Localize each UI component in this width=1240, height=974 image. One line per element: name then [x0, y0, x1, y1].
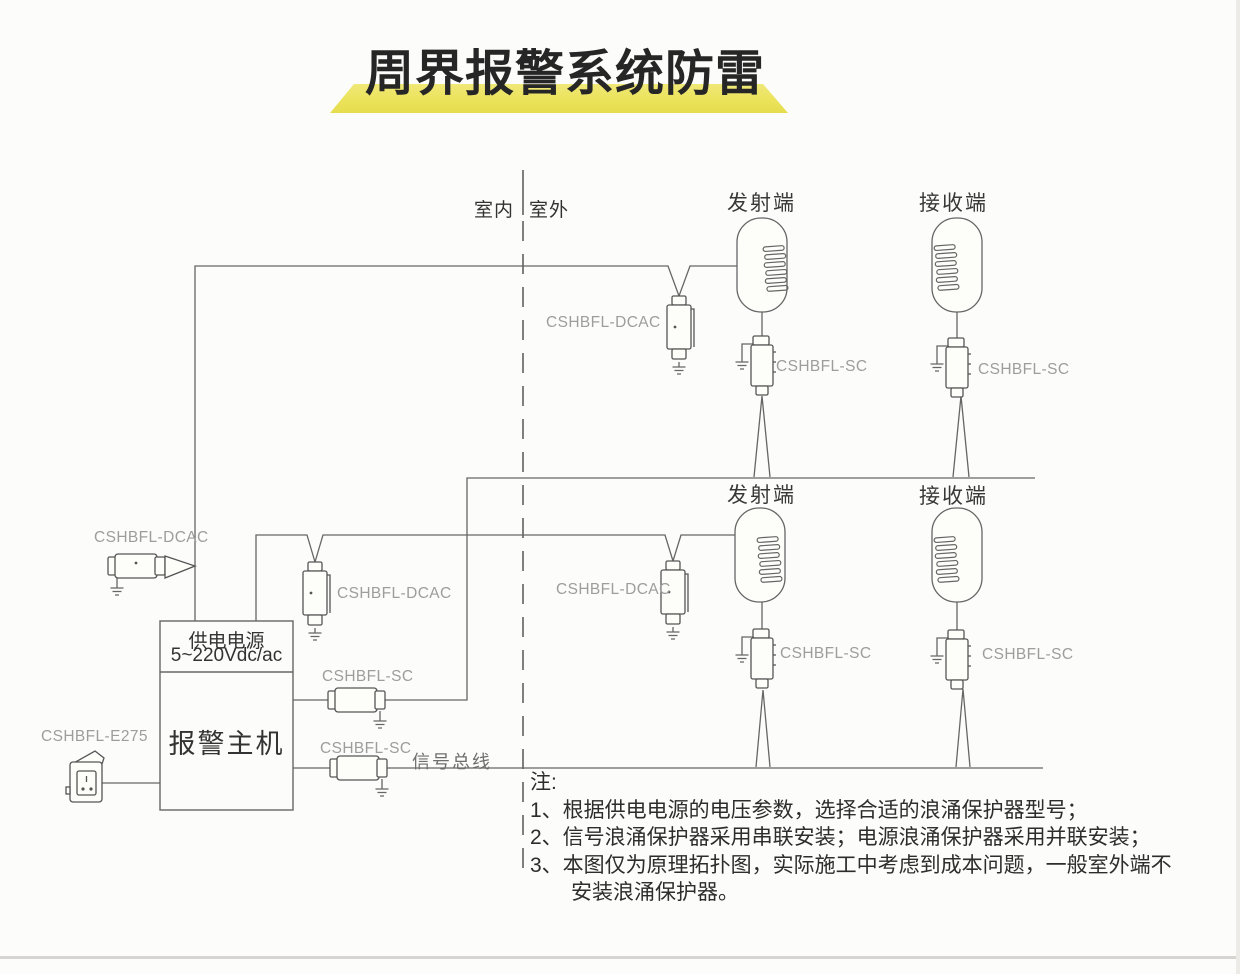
page-title: 周界报警系统防雷	[364, 47, 765, 101]
model-label-dcac-top: CSHBFL-DCAC	[546, 314, 661, 331]
receiver-label-lower: 接收端	[919, 485, 988, 508]
spd-dcac-mid-right-icon	[661, 561, 688, 639]
spd-e275-icon	[65, 750, 105, 803]
note-item-3: 3、本图仅为原理拓扑图，实际施工中考虑到成本问题，一般室外端不	[530, 853, 1172, 877]
model-label-sc-bus: CSHBFL-SC	[320, 740, 412, 757]
model-label-sc-host-line: CSHBFL-SC	[322, 668, 414, 685]
spd-sc-top-tx-icon	[736, 336, 777, 395]
notes-heading: 注:	[530, 771, 557, 794]
spd-sc-lower-tx-icon	[736, 629, 777, 688]
notes-block: 注: 1、根据供电电源的电压参数，选择合适的浪涌保护器型号； 2、信号浪涌保护器…	[530, 769, 1220, 907]
power-line-lower	[255, 534, 735, 621]
spd-sc-host-line-icon	[328, 688, 387, 728]
spd-dcac-mid-left-icon	[303, 562, 330, 640]
model-label-dcac-mid-left: CSHBFL-DCAC	[337, 585, 452, 602]
scan-edge-bottom	[0, 956, 1240, 959]
model-label-dcac-mid-right: CSHBFL-DCAC	[556, 581, 671, 598]
signal-bus-line	[293, 688, 1043, 769]
capsule-drop-wires	[761, 311, 958, 630]
alarm-host-label: 报警主机	[168, 729, 285, 759]
transmitter-label-top: 发射端	[727, 192, 796, 215]
model-label-sc-lower-rx: CSHBFL-SC	[982, 646, 1074, 663]
model-label-sc-top-tx: CSHBFL-SC	[776, 358, 868, 375]
power-supply-alarm-host-box	[159, 620, 294, 811]
note-item-2: 2、信号浪涌保护器采用串联安装；电源浪涌保护器采用并联安装；	[530, 826, 1151, 849]
transmitter-label-lower: 发射端	[727, 484, 796, 507]
note-item-3-continued: 安装浪涌保护器。	[571, 881, 739, 904]
spd-dcac-top-icon	[667, 296, 694, 374]
capsule-transmitter-top	[736, 217, 789, 313]
capsule-receiver-top	[931, 217, 983, 313]
model-label-sc-top-rx: CSHBFL-SC	[978, 361, 1070, 378]
scan-edge-right	[1236, 0, 1240, 974]
receiver-label-top: 接收端	[919, 192, 988, 215]
model-label-e275: CSHBFL-E275	[41, 728, 148, 745]
zone-label-outdoor: 室外	[529, 200, 570, 221]
capsule-transmitter-lower	[734, 507, 786, 603]
title-highlight-band	[330, 84, 788, 113]
power-supply-label: 供电电源	[188, 631, 265, 652]
zone-label-indoor: 室内	[474, 200, 515, 221]
power-supply-voltage: 5~220Vdc/ac	[170, 645, 283, 666]
signal-bus-label: 信号总线	[412, 752, 492, 772]
model-label-sc-lower-tx: CSHBFL-SC	[780, 645, 872, 662]
power-line-top	[194, 265, 737, 621]
note-item-1: 1、根据供电电源的电压参数，选择合适的浪涌保护器型号；	[530, 798, 1088, 822]
capsule-receiver-lower	[931, 507, 983, 603]
spd-dcac-left-icon	[108, 554, 197, 595]
spd-sc-lower-rx-icon	[931, 630, 972, 689]
model-label-dcac-left: CSHBFL-DCAC	[94, 529, 209, 546]
signal-line-top-pair	[293, 395, 1035, 701]
spd-sc-top-rx-icon	[931, 338, 972, 397]
spd-sc-bus-icon	[330, 756, 389, 796]
